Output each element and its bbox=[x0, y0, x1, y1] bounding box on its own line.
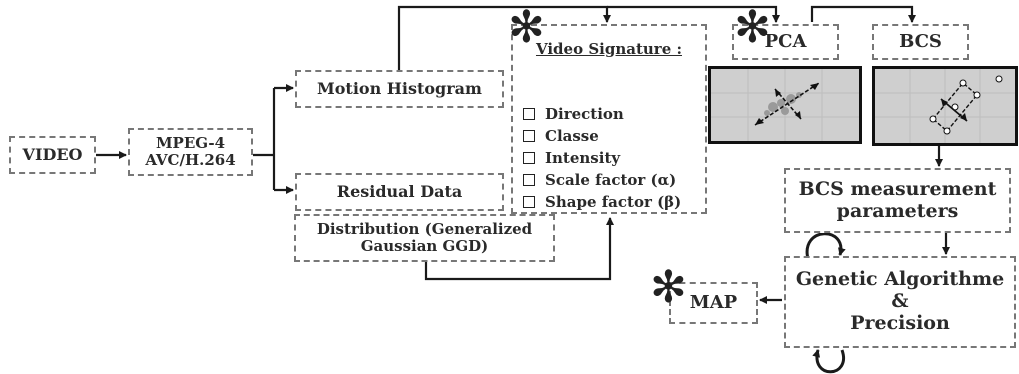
genetic-line3: Precision bbox=[850, 311, 950, 334]
arrow-bus-to-pca bbox=[607, 5, 780, 23]
motion-histogram-label: Motion Histogram bbox=[317, 78, 482, 98]
video-signature-title: Video Signature : bbox=[535, 40, 682, 58]
signature-item: Intensity bbox=[523, 147, 681, 169]
video-signature-list: Direction Classe Intensity Scale factor … bbox=[523, 103, 681, 213]
codec-line2: AVC/H.264 bbox=[145, 151, 236, 169]
signature-item: Shape factor (β) bbox=[523, 191, 681, 213]
loop-arrow-lower bbox=[812, 349, 846, 374]
motion-histogram-box: Motion Histogram bbox=[295, 70, 504, 108]
asterisk-icon: ✻ bbox=[650, 262, 687, 313]
loop-arrow-upper bbox=[805, 232, 846, 260]
arrow-histogram-to-signature bbox=[397, 5, 611, 70]
video-box: VIDEO bbox=[9, 136, 96, 174]
codec-box: MPEG-4 AVC/H.264 bbox=[128, 128, 253, 176]
arrow-distribution-to-signature bbox=[424, 217, 614, 281]
asterisk-icon: ✻ bbox=[734, 2, 771, 53]
codec-line1: MPEG-4 bbox=[155, 133, 226, 152]
checkbox-icon bbox=[523, 174, 535, 186]
bcs-measurement-line1: BCS measurement bbox=[798, 177, 997, 200]
checkbox-icon bbox=[523, 196, 535, 208]
genetic-line1: Genetic Algorithme bbox=[795, 268, 1005, 291]
video-label: VIDEO bbox=[22, 144, 83, 164]
checkbox-icon bbox=[523, 152, 535, 164]
signature-item: Classe bbox=[523, 125, 681, 147]
checkbox-icon bbox=[523, 108, 535, 120]
signature-item: Scale factor (α) bbox=[523, 169, 681, 191]
video-signature-box: Video Signature : Direction Classe Inten… bbox=[511, 24, 707, 214]
pca-box: PCA bbox=[732, 24, 839, 60]
genetic-algorithm-box: Genetic Algorithme & Precision bbox=[784, 256, 1016, 348]
bcs-measurement-line2: parameters bbox=[836, 199, 959, 222]
checkbox-icon bbox=[523, 130, 535, 142]
bcs-plot bbox=[875, 69, 1015, 143]
distribution-box: Distribution (Generalized Gaussian GGD) bbox=[294, 214, 555, 262]
residual-data-box: Residual Data bbox=[295, 173, 504, 211]
signature-item: Direction bbox=[523, 103, 681, 125]
residual-data-label: Residual Data bbox=[336, 181, 463, 201]
pca-plot-thumbnail bbox=[708, 66, 862, 144]
map-label: MAP bbox=[689, 291, 738, 313]
pca-plot bbox=[711, 69, 859, 141]
arrow-pca-to-bcs bbox=[810, 5, 916, 23]
bcs-measurement-box: BCS measurement parameters bbox=[784, 168, 1011, 233]
distribution-line1: Distribution (Generalized bbox=[316, 219, 533, 238]
map-box: MAP bbox=[669, 282, 758, 324]
distribution-line2: Gaussian GGD) bbox=[360, 237, 489, 255]
pca-label: PCA bbox=[764, 30, 807, 52]
genetic-line2: & bbox=[891, 290, 909, 313]
bcs-box: BCS bbox=[872, 24, 969, 60]
bcs-label: BCS bbox=[899, 30, 942, 52]
asterisk-icon: ✻ bbox=[508, 2, 545, 53]
bcs-plot-thumbnail bbox=[872, 66, 1018, 146]
